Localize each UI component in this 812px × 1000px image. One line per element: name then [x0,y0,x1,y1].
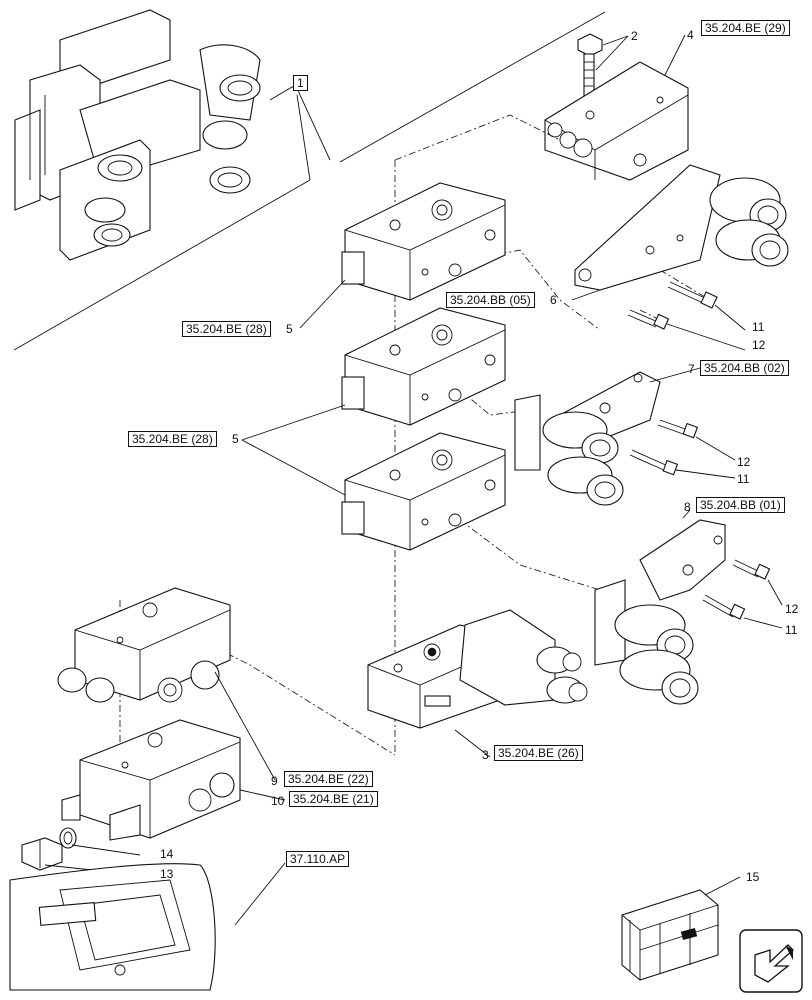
valve-section-part-10 [61,719,241,841]
bolt-part-11 [702,594,746,620]
leader-2 [595,35,629,71]
leader-8 [682,509,691,519]
callout-2: 2 [631,29,638,43]
ref-35-204-bb-02[interactable]: 35.204.BB (02) [700,360,789,376]
leader-1 [269,86,331,161]
callout-5b: 5 [232,432,239,446]
valve-section-part-9 [57,587,231,703]
inset-separator [339,11,606,163]
ref-35-204-be-29[interactable]: 35.204.BE (29) [701,20,790,36]
callout-13: 13 [160,867,174,881]
leader-12 [666,323,746,351]
ref-35-204-be-22[interactable]: 35.204.BE (22) [284,771,373,787]
ref-37-110-ap[interactable]: 37.110.AP [286,851,350,867]
callout-5a: 5 [286,322,293,336]
callout-14: 14 [160,847,174,861]
coupler-bracket-part-6 [574,164,789,291]
callout-11b: 11 [737,472,750,486]
callout-6: 6 [550,293,557,307]
alignment-line [459,519,601,591]
arrow-navigation-icon [739,929,803,993]
leader-1 [296,94,311,181]
alignment-line [394,114,561,161]
valve-section-part-5-bottom [341,432,506,551]
leader-AP [234,862,286,926]
leader-6 [571,289,601,301]
coupler-bracket-part-7 [514,371,661,506]
overview-valve-assembly [14,9,261,261]
leader-10 [239,789,286,801]
leader-14 [71,844,141,856]
leader-9 [214,671,276,781]
callout-12c: 12 [785,602,799,616]
leader-11 [743,617,783,629]
callout-10: 10 [271,794,285,808]
ref-35-204-bb-01[interactable]: 35.204.BB (01) [696,497,785,513]
ref-35-204-be-21[interactable]: 35.204.BE (21) [289,791,378,807]
valve-section-part-5-top [341,182,506,301]
ref-35-204-be-28-a[interactable]: 35.204.BE (28) [182,321,271,337]
o-ring-part-14 [59,827,77,849]
callout-11a: 11 [752,320,765,334]
callout-12b: 12 [737,455,751,469]
leader-11 [675,469,736,479]
callout-8: 8 [684,500,691,514]
transmission-housing [9,863,216,991]
fitting-part-13 [21,837,63,871]
callout-7: 7 [688,362,695,376]
ref-35-204-bb-05[interactable]: 35.204.BB (05) [446,292,535,308]
callout-9: 9 [271,774,278,788]
inlet-section-part-3 [367,609,588,729]
inset-separator [13,179,311,351]
ref-35-204-be-26[interactable]: 35.204.BE (26) [494,745,583,761]
leader-5b [241,404,346,441]
bolt-part-12 [657,419,699,439]
bolt-part-11 [667,281,718,309]
coupler-bracket-part-8 [594,519,726,705]
callout-11c: 11 [785,623,798,637]
leader-12 [695,436,736,461]
parts-crate-icon [621,889,719,981]
callout-15: 15 [746,870,760,884]
leader-2 [602,35,629,46]
leader-4 [664,34,686,76]
callout-3: 3 [482,748,489,762]
leader-11 [714,304,746,331]
leader-7 [649,367,701,383]
callout-4: 4 [687,28,694,42]
leader-5b [241,439,346,496]
leader-5a [299,279,346,329]
bolt-part-12 [627,309,670,330]
bolt-part-11 [629,449,679,476]
bolt-part-12 [732,559,771,580]
leader-15 [704,876,741,896]
leader-3 [454,729,491,758]
ref-35-204-be-28-b[interactable]: 35.204.BE (28) [128,431,217,447]
leader-12 [767,579,783,606]
callout-1: 1 [293,75,308,91]
callout-12a: 12 [752,338,766,352]
end-plate-part-4 [544,61,689,181]
